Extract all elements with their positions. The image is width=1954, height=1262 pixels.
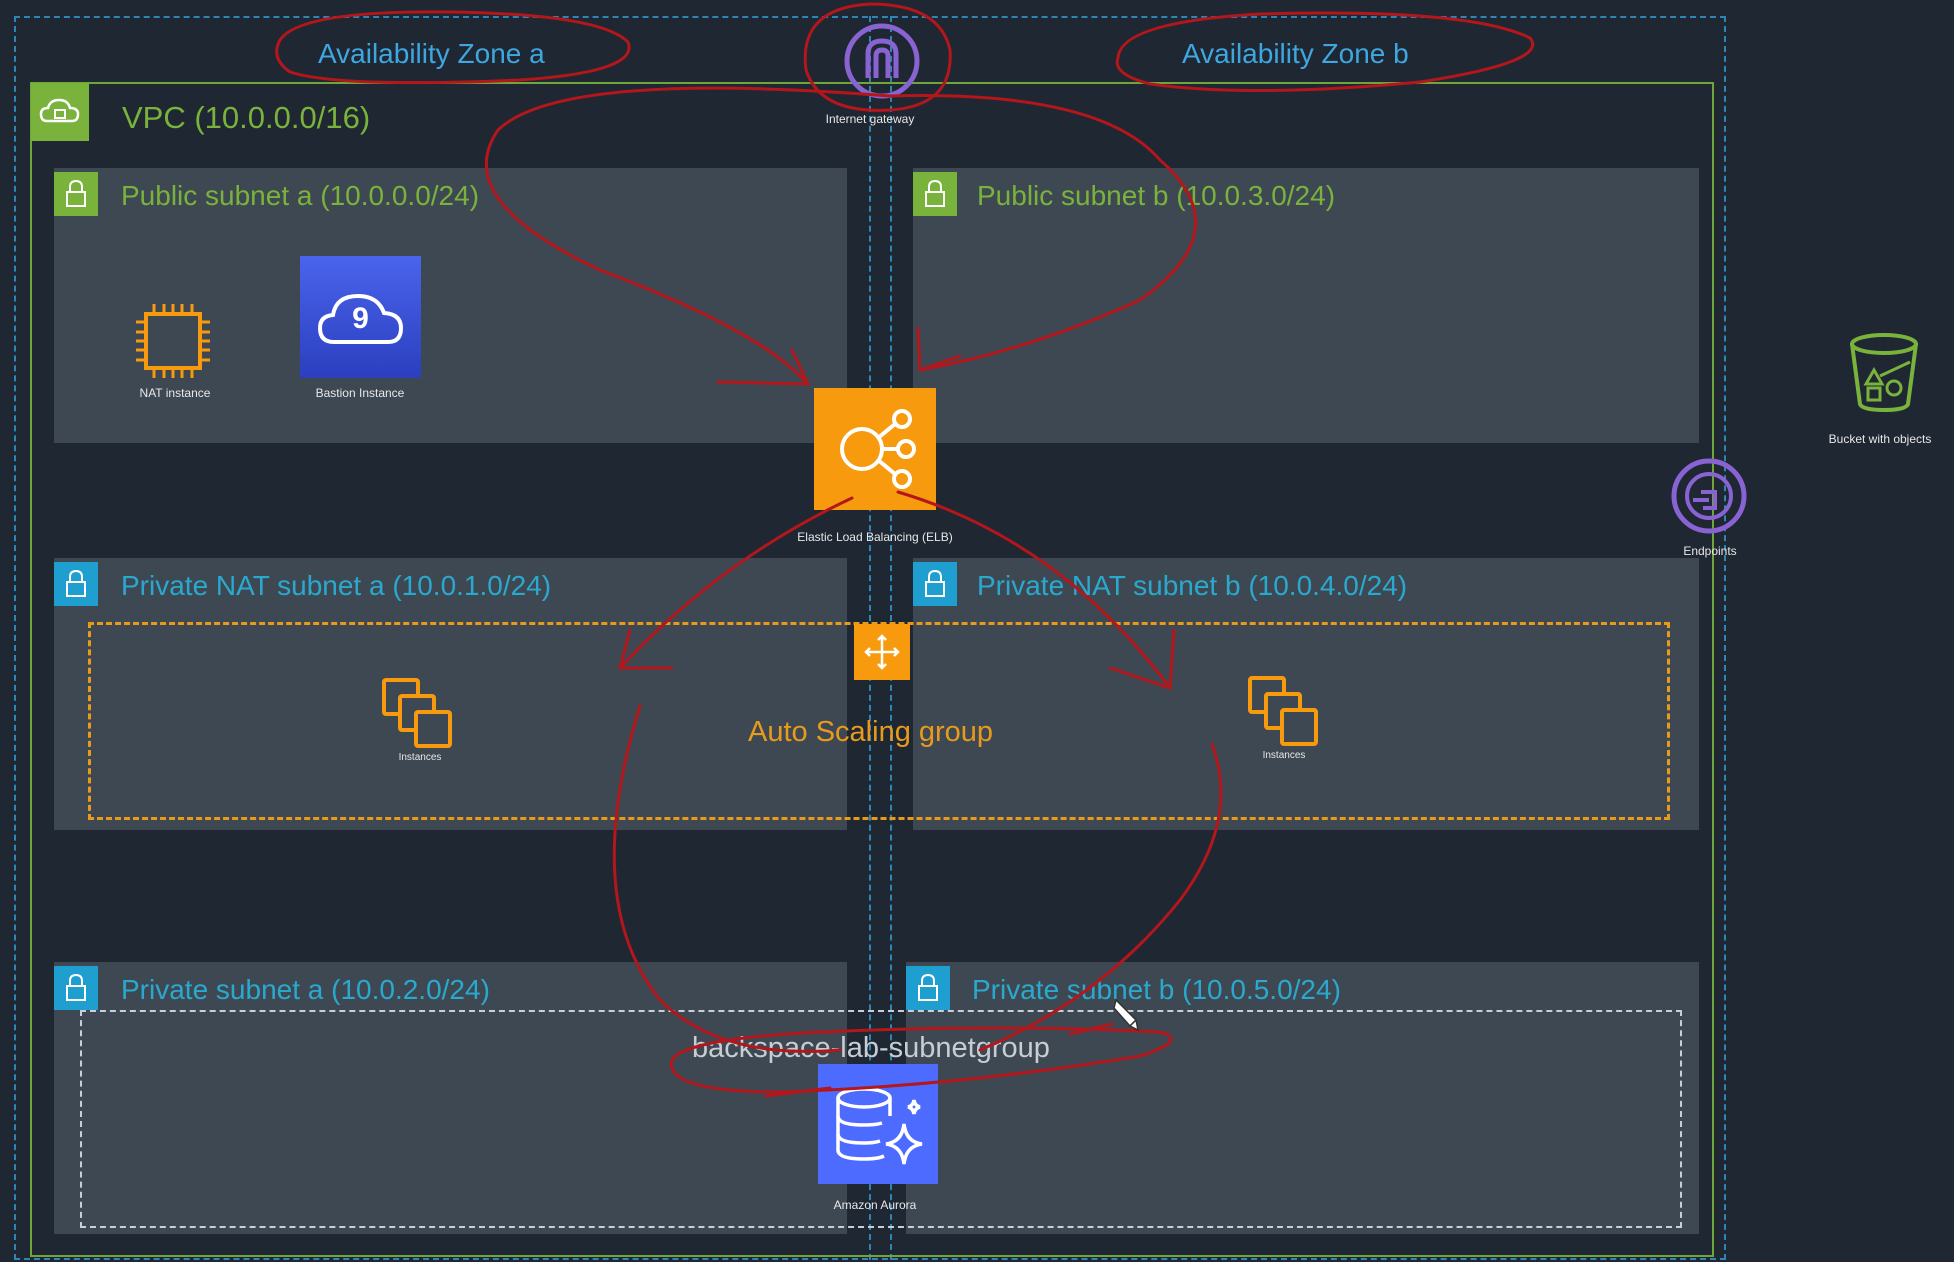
db-subnet-group-label: backspace-lab-subnetgroup [692, 1032, 1050, 1064]
endpoints-label: Endpoints [1683, 544, 1737, 558]
private-subnet-a-lock-icon [54, 966, 98, 1010]
internet-gateway-label: Internet gateway [825, 112, 915, 126]
endpoints-icon[interactable] [1669, 456, 1749, 536]
public-subnet-a-label: Public subnet a (10.0.0.0/24) [121, 180, 480, 211]
auto-scaling-group-boundary [88, 622, 1670, 820]
elastic-load-balancing-label: Elastic Load Balancing (ELB) [797, 530, 953, 544]
auto-scaling-icon[interactable] [854, 624, 910, 680]
public-subnet-b-lock-icon [913, 172, 957, 216]
private-subnet-b-lock-icon [906, 966, 950, 1010]
private-nat-subnet-b-lock-icon [913, 562, 957, 606]
instances-b-label: Instances [1262, 750, 1306, 761]
elastic-load-balancing-icon[interactable] [814, 388, 936, 510]
instances-a-label: Instances [398, 752, 442, 763]
availability-zone-a-label: Availability Zone a [318, 38, 545, 69]
private-nat-subnet-a-lock-icon [54, 562, 98, 606]
bastion-instance-label: Bastion Instance [315, 386, 405, 400]
instances-a-icon[interactable] [380, 676, 462, 756]
amazon-aurora-icon[interactable] [818, 1064, 938, 1184]
private-nat-subnet-a-label: Private NAT subnet a (10.0.1.0/24) [121, 570, 552, 601]
private-subnet-b-label: Private subnet b (10.0.5.0/24) [972, 974, 1341, 1005]
instances-b-icon[interactable] [1246, 674, 1328, 754]
private-subnet-a-label: Private subnet a (10.0.2.0/24) [121, 974, 490, 1005]
availability-zone-b-label: Availability Zone b [1182, 38, 1409, 69]
private-nat-subnet-b-label: Private NAT subnet b (10.0.4.0/24) [977, 570, 1408, 601]
internet-gateway-icon[interactable] [843, 22, 921, 100]
amazon-aurora-label: Amazon Aurora [833, 1198, 917, 1212]
vpc-label: VPC (10.0.0.0/16) [122, 100, 371, 135]
public-subnet-b-label: Public subnet b (10.0.3.0/24) [977, 180, 1336, 211]
bucket-with-objects-label: Bucket with objects [1828, 432, 1932, 446]
vpc-icon [31, 83, 89, 141]
auto-scaling-group-label: Auto Scaling group [748, 716, 994, 748]
nat-instance-icon[interactable] [132, 300, 214, 382]
public-subnet-a-lock-icon [54, 172, 98, 216]
db-subnet-group-boundary [80, 1010, 1682, 1228]
nat-instance-label: NAT instance [139, 386, 211, 400]
bastion-instance-icon[interactable]: 9 [300, 256, 421, 378]
bastion-glyph: 9 [352, 302, 369, 335]
bucket-with-objects-icon[interactable] [1846, 332, 1922, 414]
pen-cursor-icon [1112, 996, 1144, 1032]
